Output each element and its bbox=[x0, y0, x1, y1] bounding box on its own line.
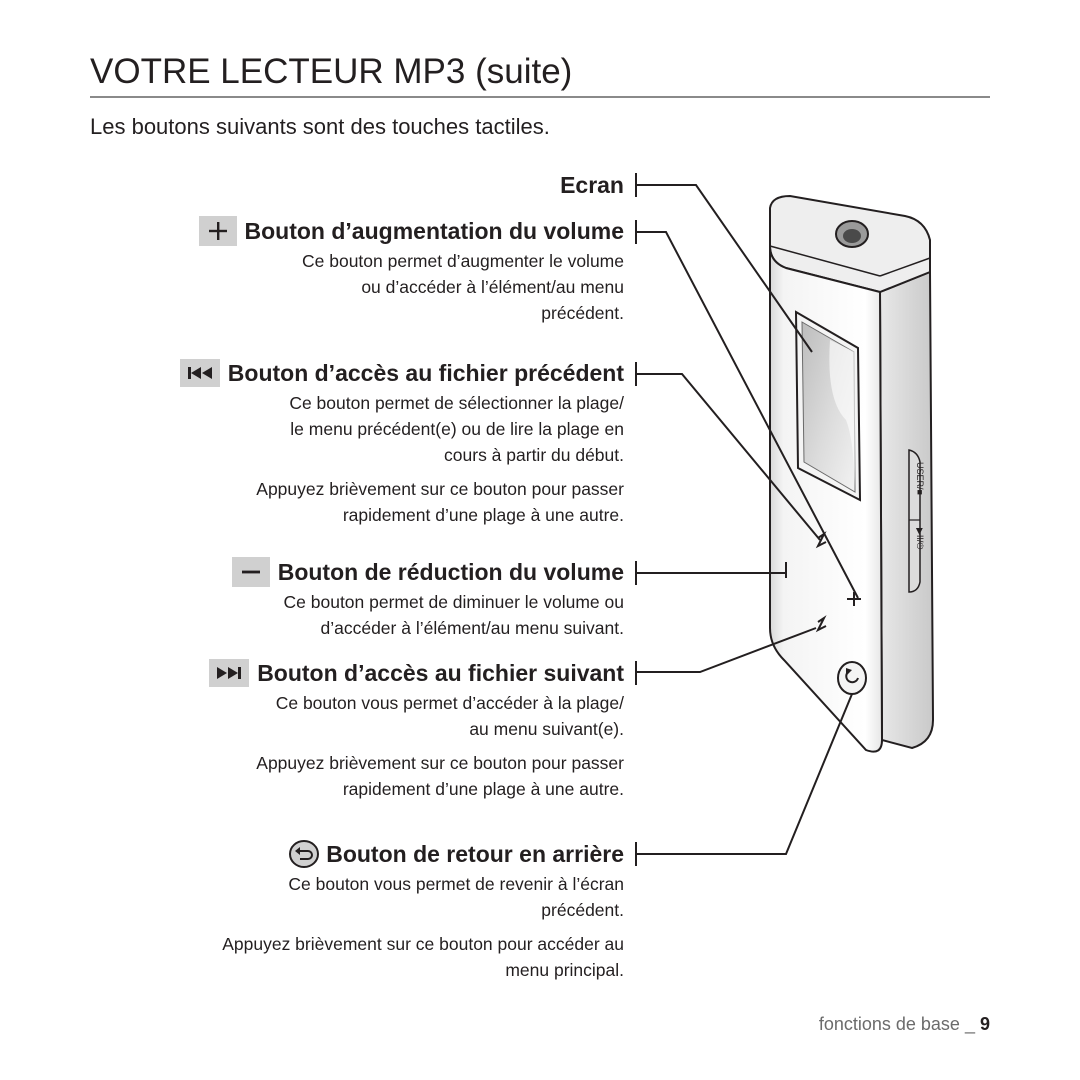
previous-label: Bouton d’accès au fichier précédent bbox=[227, 359, 624, 386]
volume-up-desc-line: ou d’accéder à l’élément/au menu bbox=[361, 277, 624, 297]
callout-back: Bouton de retour en arrière Ce bouton vo… bbox=[222, 839, 624, 983]
previous-desc-line: cours à partir du début. bbox=[444, 445, 624, 465]
back-label: Bouton de retour en arrière bbox=[326, 840, 624, 867]
callout-ecran: Ecran bbox=[560, 170, 624, 200]
volume-up-desc-line: Ce bouton permet d’augmenter le volume bbox=[302, 251, 624, 271]
skip-previous-icon bbox=[179, 359, 220, 387]
next-desc-line: au menu suivant(e). bbox=[469, 719, 624, 739]
previous-desc-line: Ce bouton permet de sélectionner la plag… bbox=[289, 393, 624, 413]
previous-desc-line: Appuyez brièvement sur ce bouton pour pa… bbox=[256, 479, 624, 499]
page-footer: fonctions de base _ 9 bbox=[819, 1014, 990, 1035]
callout-volume-down: Bouton de réduction du volume Ce bouton … bbox=[231, 557, 624, 641]
ecran-label: Ecran bbox=[560, 171, 624, 198]
callout-leader-lines bbox=[635, 173, 859, 866]
callout-volume-up: Bouton d’augmentation du volume Ce bouto… bbox=[198, 216, 624, 326]
next-desc-line: rapidement d’une plage à une autre. bbox=[342, 779, 624, 799]
title-divider bbox=[90, 96, 990, 98]
previous-desc-line: rapidement d’une plage à une autre. bbox=[342, 505, 624, 525]
page-title: VOTRE LECTEUR MP3 (suite) bbox=[90, 52, 573, 91]
volume-up-desc-line: précédent. bbox=[541, 303, 624, 323]
next-label: Bouton d’accès au fichier suivant bbox=[257, 659, 624, 686]
next-desc-line: Appuyez brièvement sur ce bouton pour pa… bbox=[256, 753, 624, 773]
play-pause-power-button-label: ▶II/⏻ bbox=[915, 528, 925, 550]
back-desc-line: précédent. bbox=[541, 900, 624, 920]
back-desc-line: menu principal. bbox=[505, 960, 624, 980]
volume-down-desc-line: Ce bouton permet de diminuer le volume o… bbox=[283, 592, 624, 612]
volume-down-label: Bouton de réduction du volume bbox=[277, 558, 624, 585]
back-desc-line: Ce bouton vous permet de revenir à l’écr… bbox=[288, 874, 624, 894]
device-plus-key-icon bbox=[847, 592, 861, 606]
callout-previous: Bouton d’accès au fichier précédent Ce b… bbox=[179, 358, 624, 528]
intro-text: Les boutons suivants sont des touches ta… bbox=[90, 114, 550, 139]
device-side-face bbox=[878, 270, 935, 750]
back-return-icon bbox=[288, 839, 320, 869]
next-desc-line: Ce bouton vous permet d’accéder à la pla… bbox=[275, 693, 624, 713]
volume-up-label: Bouton d’augmentation du volume bbox=[244, 217, 624, 244]
callout-next: Bouton d’accès au fichier suivant Ce bou… bbox=[209, 658, 624, 802]
page-number: 9 bbox=[979, 1014, 990, 1034]
device-next-key-icon bbox=[815, 615, 827, 633]
plus-icon bbox=[198, 216, 237, 246]
device-back-key-icon bbox=[837, 661, 867, 695]
minus-icon bbox=[231, 557, 270, 587]
user-stop-button-label: USER/■ bbox=[915, 462, 925, 495]
side-button-strip bbox=[908, 449, 921, 593]
skip-next-icon bbox=[209, 659, 250, 687]
footer-section: fonctions de base _ bbox=[818, 1014, 975, 1034]
previous-desc-line: le menu précédent(e) ou de lire la plage… bbox=[290, 419, 624, 439]
device-prev-key-icon bbox=[815, 531, 827, 549]
volume-down-desc-line: d’accéder à l’élément/au menu suivant. bbox=[320, 618, 624, 638]
back-desc-line: Appuyez brièvement sur ce bouton pour ac… bbox=[222, 934, 624, 954]
